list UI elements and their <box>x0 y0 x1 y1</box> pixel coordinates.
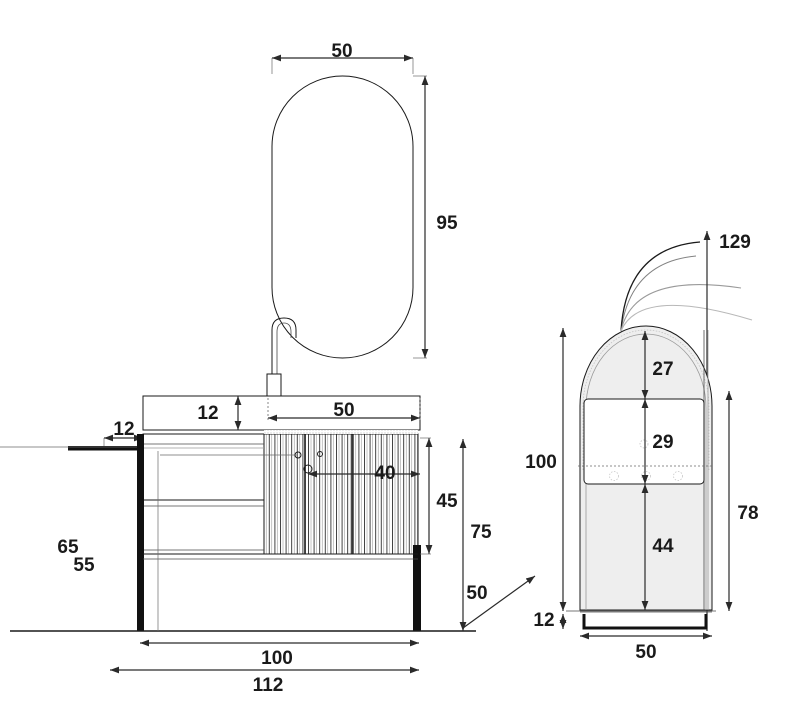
dimension-mirror-height: 95 <box>413 75 458 359</box>
faucet-spout-inner <box>276 322 292 396</box>
wall-bracket-shelf <box>68 446 144 451</box>
tap-hole-right <box>673 471 683 481</box>
dimension-side-width: 50 <box>580 632 712 663</box>
fluted-door-panel <box>263 433 419 555</box>
dim-label-lower-height: 44 <box>652 536 674 557</box>
dimension-mirror-width: 50 <box>271 41 414 74</box>
countertop-slab <box>142 395 421 431</box>
legs-group <box>137 434 421 631</box>
dimension-legs-span: 100 <box>140 639 419 669</box>
dim-label-counter-overhang: 12 <box>113 419 134 440</box>
dimline-unit-depth <box>462 575 536 629</box>
dim-label-underside-height: 65 <box>57 537 79 558</box>
dim-label-basin-width: 40 <box>374 463 395 484</box>
dim-label-counter-thickness: 12 <box>197 403 218 424</box>
countertop-group <box>142 395 421 431</box>
dim-label-legs-span: 100 <box>261 648 293 669</box>
dimension-arch-height: 27 <box>641 331 674 399</box>
dim-label-door-width: 50 <box>333 400 354 421</box>
dim-label-cabinet-height: 45 <box>436 491 458 512</box>
dimension-cabinet-height: 45 <box>420 437 458 555</box>
mounting-hole-2 <box>317 451 323 457</box>
leg-right <box>413 545 421 631</box>
faucet-spout <box>271 317 297 396</box>
arch-cabinet-group <box>578 325 714 630</box>
dimension-underside-height: 65 <box>57 451 159 631</box>
counter-seam <box>264 430 418 434</box>
left-frame-post <box>137 434 144 551</box>
dim-label-counter-height: 75 <box>470 522 492 543</box>
mirror-group <box>271 75 414 359</box>
dim-label-arch-height: 27 <box>652 359 673 380</box>
dim-label-mirror-height: 95 <box>436 213 458 234</box>
swing-arc-inner <box>620 304 753 332</box>
dimension-overall-width: 112 <box>110 666 419 696</box>
dim-label-body-height: 100 <box>525 452 557 473</box>
dim-label-unit-depth: 50 <box>466 583 487 604</box>
dimension-body-height: 100 <box>525 328 567 611</box>
dimension-niche-height: 29 <box>641 399 674 484</box>
swing-arc-outer-2 <box>620 255 697 332</box>
dimension-basin-width: 40 <box>308 463 420 484</box>
cabinet-group <box>142 430 419 555</box>
dimension-lower-height: 44 <box>641 484 674 610</box>
faucet-base <box>266 373 282 399</box>
plinth-base <box>582 614 708 630</box>
drawer-bank <box>142 433 265 555</box>
swing-arc-mid <box>620 284 742 332</box>
leg-left <box>137 551 144 631</box>
door-swing-arcs <box>620 241 753 332</box>
dimension-door-height: 78 <box>725 391 759 611</box>
faucet-group <box>266 317 297 399</box>
dimension-door-width: 50 <box>267 398 421 422</box>
tap-hole-left <box>609 471 619 481</box>
niche-panel <box>583 398 705 485</box>
oval-mirror-outline <box>271 75 414 359</box>
dim-label-overall-width: 112 <box>253 675 284 696</box>
dimension-unit-depth: 50 <box>462 575 536 629</box>
swing-arc-outer <box>620 241 701 332</box>
dim-label-door-swing: 129 <box>719 232 751 253</box>
dimension-counter-overhang: 12 <box>0 419 144 451</box>
dim-label-mirror-width: 50 <box>331 41 352 62</box>
dim-label-side-width: 50 <box>635 642 656 663</box>
dim-label-niche-height: 29 <box>652 432 673 453</box>
dimension-counter-height: 75 <box>459 439 492 631</box>
dim-label-door-height: 78 <box>737 503 758 524</box>
dim-label-plinth-height: 12 <box>533 610 554 631</box>
dimension-counter-thickness: 12 <box>197 396 242 430</box>
dimension-plinth-height: 12 <box>533 610 567 631</box>
dimension-leg-height: 55 <box>73 555 95 576</box>
dim-label-leg-height: 55 <box>73 555 95 576</box>
